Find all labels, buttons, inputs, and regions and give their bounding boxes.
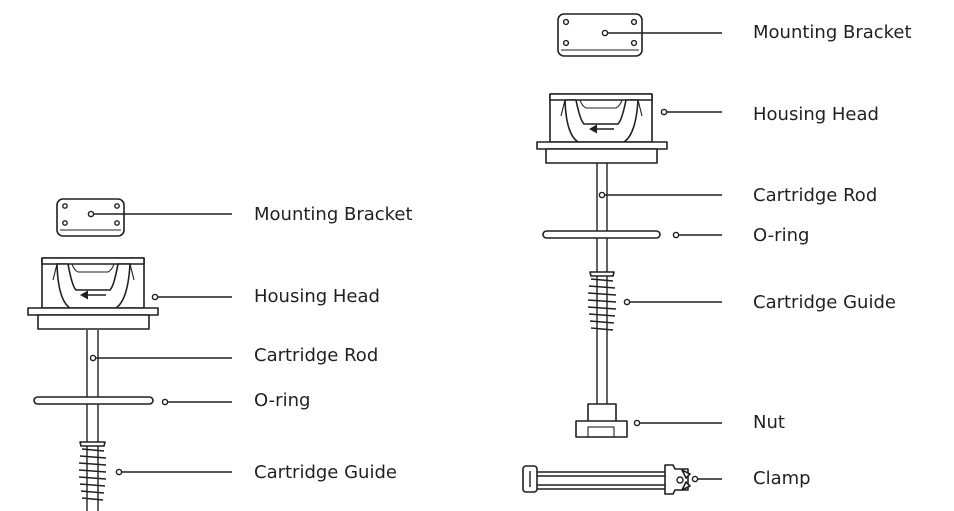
right-nut-label: Nut bbox=[753, 412, 785, 433]
left-cartridge-rod-label: Cartridge Rod bbox=[254, 345, 379, 366]
left-housing-head-label: Housing Head bbox=[254, 286, 380, 307]
right-assembly bbox=[522, 13, 722, 495]
left-assembly bbox=[27, 198, 232, 511]
right-nut-part bbox=[575, 403, 628, 438]
right-cartridge-rod-label: Cartridge Rod bbox=[753, 185, 878, 206]
right-o-ring-part bbox=[542, 230, 661, 239]
right-cartridge-rod-part bbox=[596, 163, 608, 404]
left-cartridge-rod-part bbox=[86, 330, 99, 511]
right-mounting-bracket-label: Mounting Bracket bbox=[753, 22, 912, 43]
left-cartridge-guide-part bbox=[78, 441, 107, 501]
left-mounting-bracket-part bbox=[56, 198, 125, 237]
right-housing-head-part bbox=[536, 93, 668, 164]
left-o-ring-part bbox=[33, 396, 154, 405]
right-o-ring-label: O-ring bbox=[753, 225, 810, 246]
right-cartridge-guide-part bbox=[587, 271, 617, 331]
left-o-ring-label: O-ring bbox=[254, 390, 311, 411]
right-clamp-part bbox=[522, 464, 691, 495]
left-housing-head-part bbox=[27, 257, 159, 330]
left-cartridge-guide-label: Cartridge Guide bbox=[254, 462, 397, 483]
right-mounting-bracket-part bbox=[557, 13, 643, 57]
right-cartridge-guide-label: Cartridge Guide bbox=[753, 292, 896, 313]
right-leaders bbox=[598, 29, 722, 483]
left-mounting-bracket-label: Mounting Bracket bbox=[254, 204, 413, 225]
right-clamp-label: Clamp bbox=[753, 468, 811, 489]
right-housing-head-label: Housing Head bbox=[753, 104, 879, 125]
left-leaders bbox=[87, 210, 232, 476]
